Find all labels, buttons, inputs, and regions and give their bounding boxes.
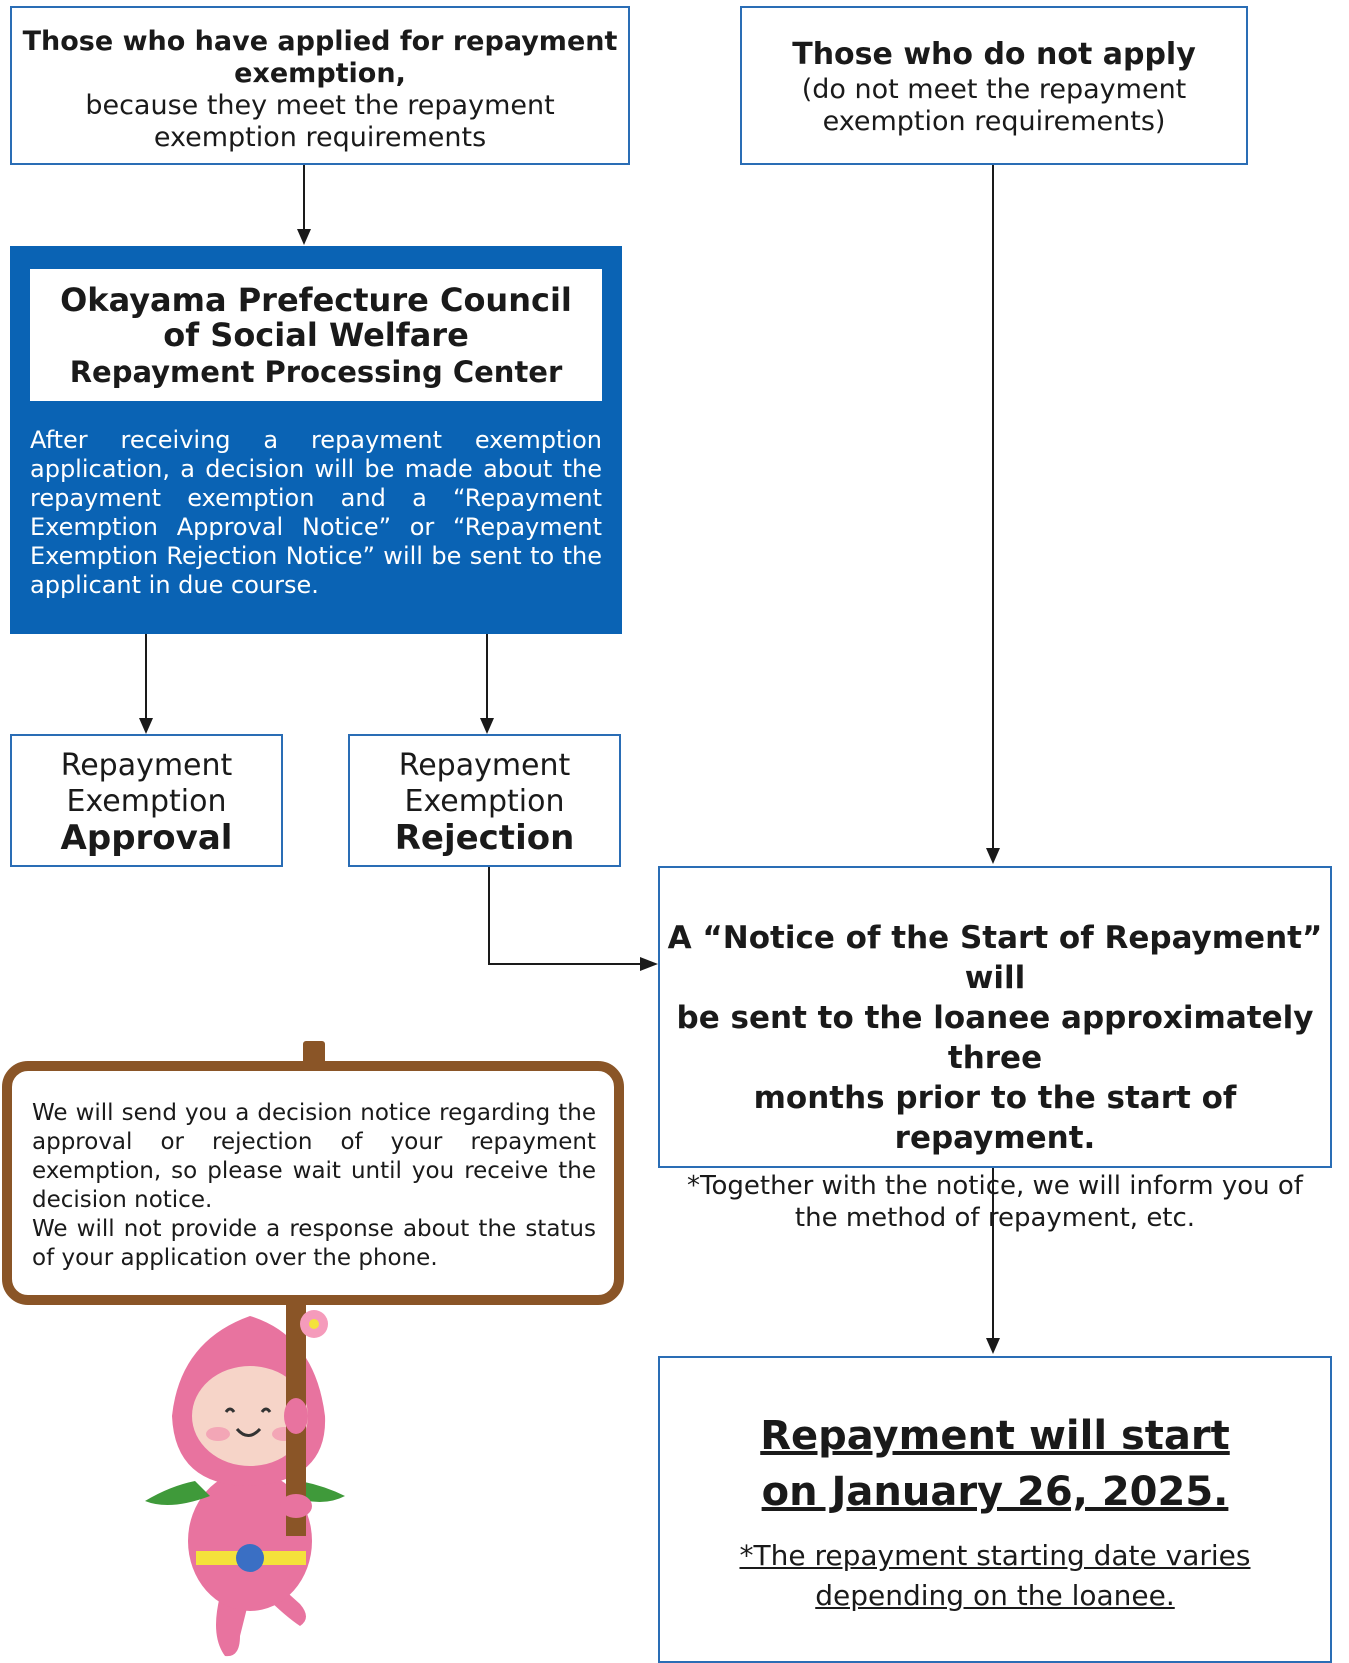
applied-line3: because they meet the repayment	[85, 90, 555, 121]
sign-text: We will send you a decision notice regar…	[32, 1099, 596, 1273]
notice-main-text: A “Notice of the Start of Repayment” wil…	[660, 918, 1330, 1158]
sign-para1: We will send you a decision notice regar…	[32, 1100, 596, 1213]
notice-line1: A “Notice of the Start of Repayment” wil…	[667, 920, 1323, 996]
connector-center-approval	[145, 634, 147, 718]
start-note1: *The repayment starting date varies	[739, 1539, 1251, 1572]
start-main-text: Repayment will start on January 26, 2025…	[660, 1408, 1330, 1520]
rejection-line2: Exemption	[404, 784, 565, 819]
approval-line3: Approval	[60, 818, 233, 858]
arrow-down-icon	[480, 718, 494, 734]
repayment-start-box: Repayment will start on January 26, 2025…	[658, 1356, 1332, 1663]
connector-notice-start	[992, 1168, 994, 1338]
start-note: *The repayment starting date varies depe…	[660, 1536, 1330, 1616]
arrow-right-icon	[640, 957, 658, 971]
applied-line1: Those who have applied for repayment	[22, 26, 618, 57]
connector-notapply-notice	[992, 165, 994, 848]
start-line1: Repayment will start	[760, 1413, 1230, 1459]
mascot-icon	[145, 1296, 345, 1657]
center-title-line1: Okayama Prefecture Council	[60, 281, 572, 319]
approval-line1: Repayment	[60, 748, 233, 783]
not-apply-line1: Those who do not apply	[792, 37, 1196, 72]
applied-line4: exemption requirements	[153, 122, 487, 153]
applied-line2: exemption,	[234, 58, 406, 89]
sign-para2: We will not provide a response about the…	[32, 1216, 596, 1271]
notice-line2: be sent to the loanee approximately thre…	[676, 1000, 1314, 1076]
sign-post	[303, 1041, 325, 1067]
processing-center-title: Okayama Prefecture Council of Social Wel…	[30, 269, 602, 401]
sign-board: We will send you a decision notice regar…	[2, 1061, 624, 1305]
connector-rejection-right	[488, 963, 640, 965]
start-note2: depending on the loanee.	[815, 1579, 1175, 1612]
center-description: After receiving a repayment exemption ap…	[30, 426, 602, 599]
approval-line2: Exemption	[66, 784, 227, 819]
applied-box: Those who have applied for repayment exe…	[10, 6, 630, 165]
approval-box: Repayment Exemption Approval	[10, 734, 283, 867]
connector-center-rejection	[486, 634, 488, 718]
notice-box: A “Notice of the Start of Repayment” wil…	[658, 866, 1332, 1233]
notice-line3: months prior to the start of repayment.	[753, 1080, 1237, 1156]
not-apply-box: Those who do not apply (do not meet the …	[740, 6, 1248, 165]
connector-applied-center	[303, 165, 305, 229]
center-title-line2: of Social Welfare	[163, 316, 469, 354]
rejection-line1: Repayment	[398, 748, 571, 783]
not-apply-line2: (do not meet the repayment	[801, 74, 1187, 105]
notice-note: *Together with the notice, we will infor…	[660, 1170, 1330, 1234]
arrow-down-icon	[986, 848, 1000, 864]
notice-note2: the method of repayment, etc.	[794, 1203, 1196, 1233]
arrow-down-icon	[139, 718, 153, 734]
arrow-down-icon	[986, 1338, 1000, 1354]
not-apply-line3: exemption requirements)	[822, 106, 1166, 137]
processing-center-panel: Okayama Prefecture Council of Social Wel…	[10, 246, 622, 634]
connector-rejection-down	[488, 867, 490, 965]
center-title-line3: Repayment Processing Center	[69, 355, 563, 389]
start-line2: on January 26, 2025.	[761, 1469, 1229, 1515]
rejection-box: Repayment Exemption Rejection	[348, 734, 621, 867]
notice-note1: *Together with the notice, we will infor…	[687, 1171, 1303, 1201]
arrow-down-icon	[297, 229, 311, 245]
rejection-line3: Rejection	[394, 818, 575, 858]
